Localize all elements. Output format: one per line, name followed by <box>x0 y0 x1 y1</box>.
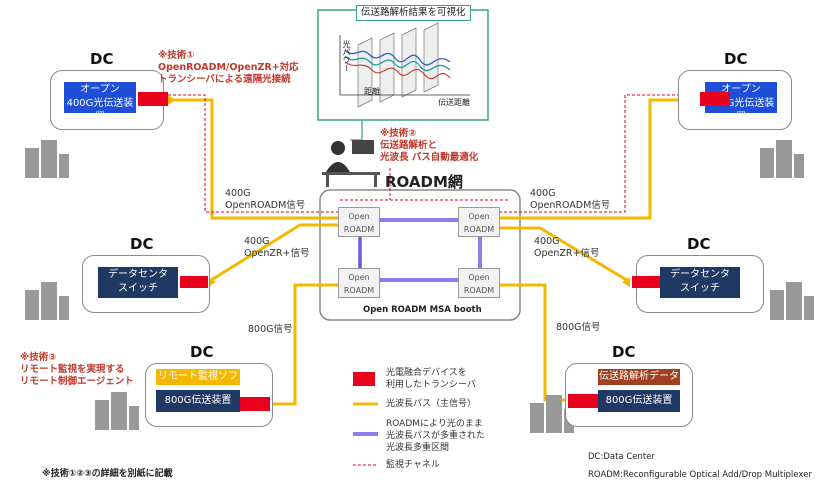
tech-note-2: ※技術② 伝送路解析と 光波長 パス自動最適化 <box>380 128 479 163</box>
roadm-node-bottom-left: Open ROADM <box>338 268 380 298</box>
abbr-dc: DC:Data Center <box>588 452 655 462</box>
viz-plot <box>339 22 470 108</box>
abbr-roadm: ROADM:Reconfigurable Optical Add/Drop Mu… <box>588 470 812 480</box>
tech-note-1: ※技術① OpenROADM/OpenZR+対応 トランシーバによる遠隔光接続 <box>158 50 299 85</box>
dc-mid-left-switch: データセンタ スイッチ <box>98 267 178 298</box>
tech-footnote: ※技術①②③の詳細を別紙に記載 <box>42 469 173 479</box>
dc-bottom-right-transceiver <box>568 394 598 408</box>
dc-top-left-transport: オープン 400G光伝送装置 <box>64 82 136 123</box>
roadm-node-bottom-right: Open ROADM <box>458 268 500 298</box>
building-icons <box>25 140 814 433</box>
roadm-node-top-right: Open ROADM <box>458 207 500 237</box>
viz-y-axis-label: 光パワー <box>342 40 351 72</box>
dc-title-top-left: DC <box>90 50 114 68</box>
roadm-network-title: ROADM網 <box>385 173 463 191</box>
viz-x1-axis-label: 距離 <box>364 87 380 96</box>
legend-path: 光波長パス（主信号） <box>386 399 477 409</box>
dc-top-right-transceiver <box>700 92 730 106</box>
dc-top-right-transport: オープン 400G光伝送装置 <box>705 82 777 123</box>
dc-mid-right-transceiver <box>632 276 660 288</box>
dc-bottom-left-remote-software: リモート監視ソフト <box>156 369 240 398</box>
dc-title-mid-left: DC <box>130 235 154 253</box>
booth-label: Open ROADM MSA booth <box>363 305 482 315</box>
signal-label-mid-left: 400G OpenZR+信号 <box>244 236 310 259</box>
dc-title-bottom-right: DC <box>612 343 636 361</box>
monitor-channel <box>168 94 700 213</box>
yellow-paths <box>168 98 700 406</box>
dc-top-left-transceiver <box>138 92 168 106</box>
legend-red-swatch <box>353 372 375 386</box>
roadm-node-top-left: Open ROADM <box>338 207 380 237</box>
signal-label-bottom-right: 800G信号 <box>556 322 601 333</box>
dc-bottom-right-analysis-data: 伝送路解析データ <box>598 369 680 385</box>
dc-mid-left-transceiver <box>180 276 208 288</box>
legend-monitor: 監視チャネル <box>386 460 440 470</box>
dc-bottom-left-transceiver <box>240 397 270 411</box>
viz-title: 伝送路解析結果を可視化 <box>356 5 471 21</box>
signal-label-top-left: 400G OpenROADM信号 <box>225 188 306 211</box>
signal-label-top-right: 400G OpenROADM信号 <box>530 188 611 211</box>
signal-label-bottom-left: 800G信号 <box>248 324 293 335</box>
signal-label-mid-right: 400G OpenZR+信号 <box>534 236 600 259</box>
viz-x2-axis-label: 伝送距離 <box>438 98 470 107</box>
dc-bottom-right-transport: 800G伝送装置 <box>598 390 680 412</box>
dc-bottom-left-transport: 800G伝送装置 <box>156 390 240 412</box>
tech-note-3: ※技術③ リモート監視を実現する リモート制御エージェント <box>20 352 134 387</box>
legend-multiplex: ROADMにより光のまま 光波長パスが多重された 光波長多重区間 <box>386 419 486 453</box>
dc-title-mid-right: DC <box>687 235 711 253</box>
legend-transceiver: 光電融合デバイスを 利用したトランシーバ <box>386 368 476 390</box>
dc-mid-right-switch: データセンタ スイッチ <box>660 267 740 298</box>
dc-title-top-right: DC <box>724 50 748 68</box>
operator-icon <box>322 140 380 187</box>
dc-title-bottom-left: DC <box>190 343 214 361</box>
